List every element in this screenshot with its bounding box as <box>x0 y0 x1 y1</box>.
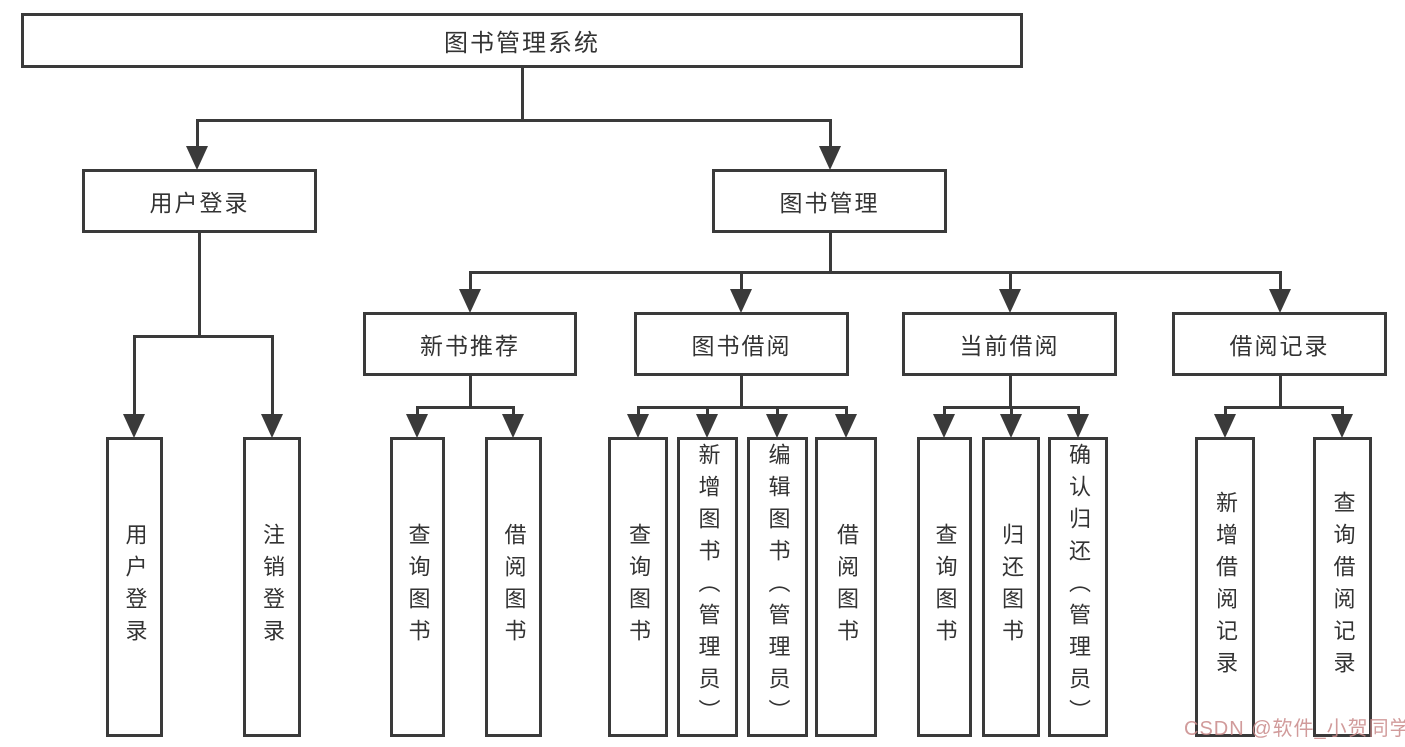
connector-branch-current-borrowing-split-1 <box>1009 407 1013 416</box>
node-book-borrowing: 图书借阅 <box>634 312 849 376</box>
node-leaf-query-book-borrow: 查询图书 <box>608 437 668 737</box>
connector-branch-book-borrowing-split-1 <box>705 407 709 416</box>
node-leaf-return-book: 归还图书 <box>982 437 1040 737</box>
connector-branch-book-management-split-2 <box>1008 272 1012 291</box>
connector-branch-book-management-split-3 <box>1278 272 1282 291</box>
node-leaf-user-login: 用户登录 <box>106 437 163 737</box>
node-label-leaf-query-borrow-record: 查询借阅记录 <box>1330 491 1356 683</box>
connector-branch-user-login-split-1 <box>270 336 274 416</box>
connector-branch-new-book-recommend-split-0 <box>415 407 419 416</box>
connector-bar-user-login-split <box>132 334 274 338</box>
connector-bar-book-management-split <box>468 270 1282 274</box>
arrowhead-down-icon <box>1067 414 1089 438</box>
connector-bar-root-split <box>195 118 832 122</box>
node-label-leaf-add-borrow-record: 新增借阅记录 <box>1213 491 1238 683</box>
arrowhead-down-icon <box>459 289 481 313</box>
connector-bar-new-book-recommend-split <box>415 405 515 409</box>
node-label-leaf-return-book: 归还图书 <box>999 523 1024 651</box>
connector-branch-book-borrowing-split-0 <box>636 407 640 416</box>
arrowhead-down-icon <box>1214 414 1236 438</box>
node-leaf-add-book-admin: 新增图书（管理员） <box>677 437 738 737</box>
node-book-management: 图书管理 <box>712 169 947 233</box>
node-user-login: 用户登录 <box>82 169 317 233</box>
arrowhead-down-icon <box>999 289 1021 313</box>
connector-stem-book-borrowing-split <box>739 376 743 409</box>
node-label-leaf-query-book-current: 查询图书 <box>932 523 958 651</box>
connector-stem-borrowing-records-split <box>1278 376 1282 409</box>
node-leaf-borrow-book-recommend: 借阅图书 <box>485 437 542 737</box>
connector-bar-borrowing-records-split <box>1223 405 1344 409</box>
node-label-leaf-query-book-borrow: 查询图书 <box>626 523 651 651</box>
node-leaf-logout: 注销登录 <box>243 437 301 737</box>
connector-branch-user-login-split-0 <box>132 336 136 416</box>
connector-branch-current-borrowing-split-2 <box>1076 407 1080 416</box>
node-leaf-query-borrow-record: 查询借阅记录 <box>1313 437 1372 737</box>
arrowhead-down-icon <box>406 414 428 438</box>
connector-branch-root-split-1 <box>828 120 832 148</box>
node-label-leaf-confirm-return-admin: 确认归还（管理员） <box>1066 443 1091 731</box>
arrowhead-down-icon <box>730 289 752 313</box>
node-leaf-add-borrow-record: 新增借阅记录 <box>1195 437 1255 737</box>
connector-branch-new-book-recommend-split-1 <box>511 407 515 416</box>
arrowhead-down-icon <box>933 414 955 438</box>
csdn-watermark: CSDN @软件_小贺同学 <box>1184 718 1405 740</box>
node-leaf-borrow-book: 借阅图书 <box>815 437 877 737</box>
arrowhead-down-icon <box>1269 289 1291 313</box>
arrowhead-down-icon <box>123 414 145 438</box>
connector-stem-root-split <box>520 68 524 122</box>
node-label-leaf-logout: 注销登录 <box>260 523 285 651</box>
connector-stem-new-book-recommend-split <box>468 376 472 409</box>
arrowhead-down-icon <box>819 146 841 170</box>
connector-branch-book-borrowing-split-3 <box>844 407 848 416</box>
connector-stem-user-login-split <box>197 233 201 338</box>
node-label-book-borrowing: 图书借阅 <box>691 333 792 359</box>
node-leaf-edit-book-admin: 编辑图书（管理员） <box>747 437 808 737</box>
arrowhead-down-icon <box>186 146 208 170</box>
arrowhead-down-icon <box>766 414 788 438</box>
connector-branch-root-split-0 <box>195 120 199 148</box>
arrowhead-down-icon <box>261 414 283 438</box>
arrowhead-down-icon <box>835 414 857 438</box>
node-leaf-query-book-current: 查询图书 <box>917 437 972 737</box>
connector-branch-book-management-split-0 <box>468 272 472 291</box>
node-label-new-book-recommend: 新书推荐 <box>420 333 520 359</box>
node-label-root: 图书管理系统 <box>444 30 600 57</box>
connector-bar-book-borrowing-split <box>636 405 848 409</box>
node-current-borrowing: 当前借阅 <box>902 312 1117 376</box>
arrowhead-down-icon <box>502 414 524 438</box>
node-label-borrowing-records: 借阅记录 <box>1229 333 1330 359</box>
node-label-user-login: 用户登录 <box>149 190 250 216</box>
connector-branch-book-borrowing-split-2 <box>775 407 779 416</box>
arrowhead-down-icon <box>696 414 718 438</box>
node-label-leaf-add-book-admin: 新增图书（管理员） <box>695 443 721 731</box>
node-label-leaf-user-login: 用户登录 <box>122 523 148 651</box>
node-label-current-borrowing: 当前借阅 <box>959 333 1060 359</box>
connector-stem-book-management-split <box>828 233 832 274</box>
node-label-leaf-edit-book-admin: 编辑图书（管理员） <box>765 443 791 731</box>
connector-branch-borrowing-records-split-0 <box>1223 407 1227 416</box>
node-label-leaf-query-book-recommend: 查询图书 <box>405 523 431 651</box>
connector-branch-current-borrowing-split-0 <box>942 407 946 416</box>
connector-stem-current-borrowing-split <box>1008 376 1012 409</box>
node-root: 图书管理系统 <box>21 13 1023 68</box>
arrowhead-down-icon <box>1000 414 1022 438</box>
node-leaf-confirm-return-admin: 确认归还（管理员） <box>1048 437 1108 737</box>
arrowhead-down-icon <box>627 414 649 438</box>
arrowhead-down-icon <box>1331 414 1353 438</box>
node-label-book-management: 图书管理 <box>779 190 880 216</box>
node-new-book-recommend: 新书推荐 <box>363 312 577 376</box>
node-borrowing-records: 借阅记录 <box>1172 312 1387 376</box>
node-leaf-query-book-recommend: 查询图书 <box>390 437 445 737</box>
node-label-leaf-borrow-book-recommend: 借阅图书 <box>501 523 527 651</box>
connector-branch-borrowing-records-split-1 <box>1340 407 1344 416</box>
node-label-leaf-borrow-book: 借阅图书 <box>834 523 859 651</box>
connector-branch-book-management-split-1 <box>739 272 743 291</box>
